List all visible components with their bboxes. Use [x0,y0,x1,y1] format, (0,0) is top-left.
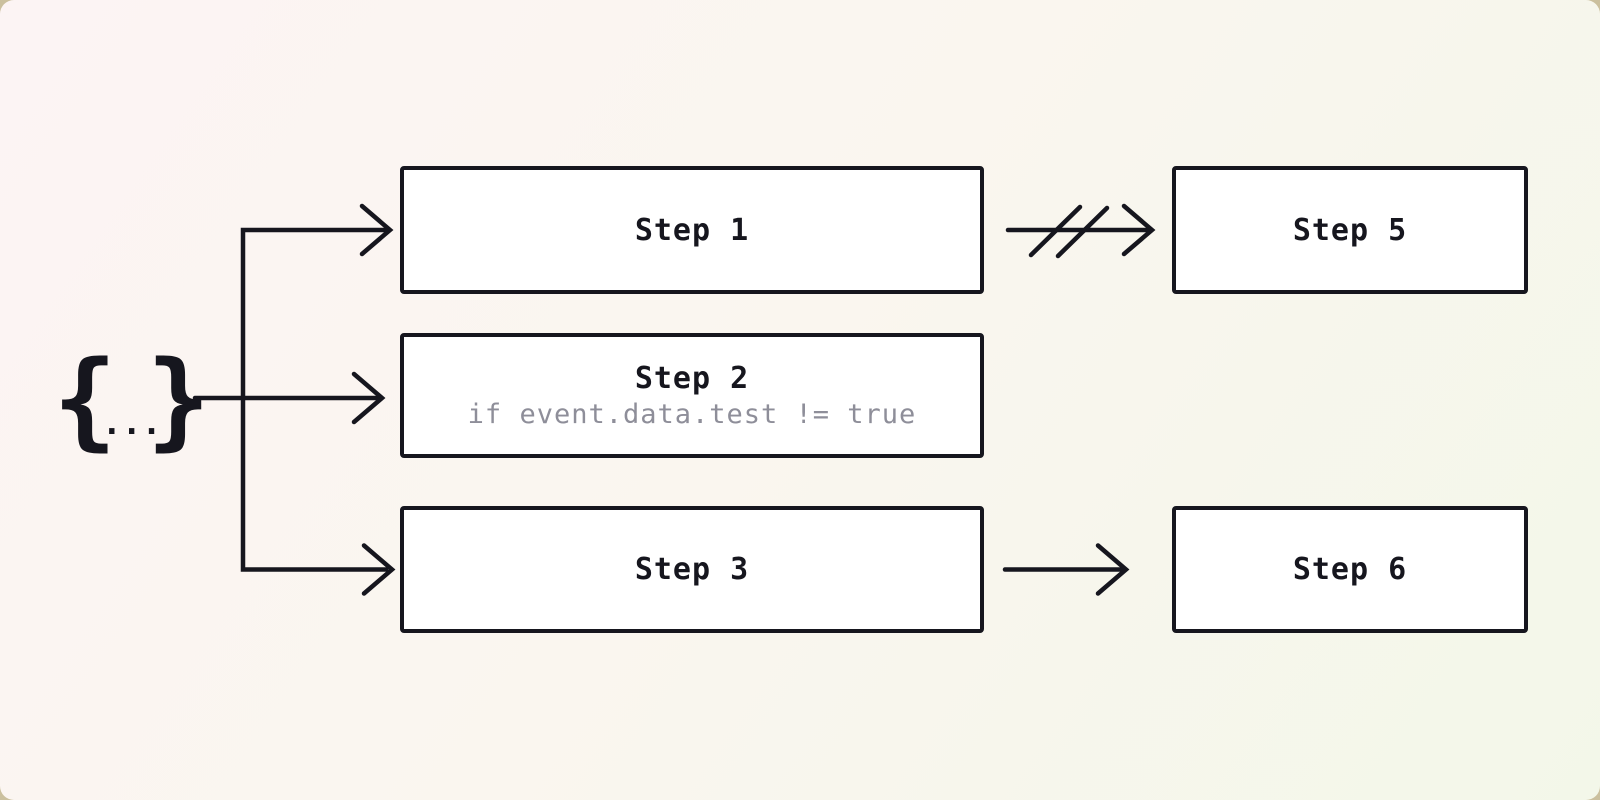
node-title: Step 1 [634,212,750,248]
edge-step3-to-step6 [1002,543,1130,596]
node-title: Step 5 [1292,212,1408,248]
node-step-1: Step 1 [400,166,984,294]
edge-event-to-step2 [192,371,386,425]
node-condition-label: if event.data.test != true [467,399,917,430]
cancel-slash-icon [1028,204,1083,258]
open-brace-glyph: { [53,337,117,461]
arrowhead-to-step3 [361,543,396,596]
arrowhead-to-step1 [359,203,394,257]
node-step-6: Step 6 [1172,506,1528,633]
arrowhead-to-step2 [351,371,386,425]
edge-event-fanout [240,203,396,596]
arrowhead-to-step6 [1095,543,1130,596]
node-title: Step 2 [634,361,750,396]
event-payload-icon: { ... } [53,346,210,452]
ellipsis-glyph: ... [101,403,162,442]
cancel-slash-icon [1055,205,1110,259]
node-title: Step 6 [1292,552,1408,587]
node-title: Step 3 [634,552,750,587]
edge-step1-to-step5-cancelled [1005,203,1156,259]
node-step-2: Step 2 if event.data.test != true [400,333,984,458]
node-step-5: Step 5 [1172,166,1528,294]
arrowhead-to-step5 [1121,203,1156,257]
node-step-3: Step 3 [400,506,984,633]
